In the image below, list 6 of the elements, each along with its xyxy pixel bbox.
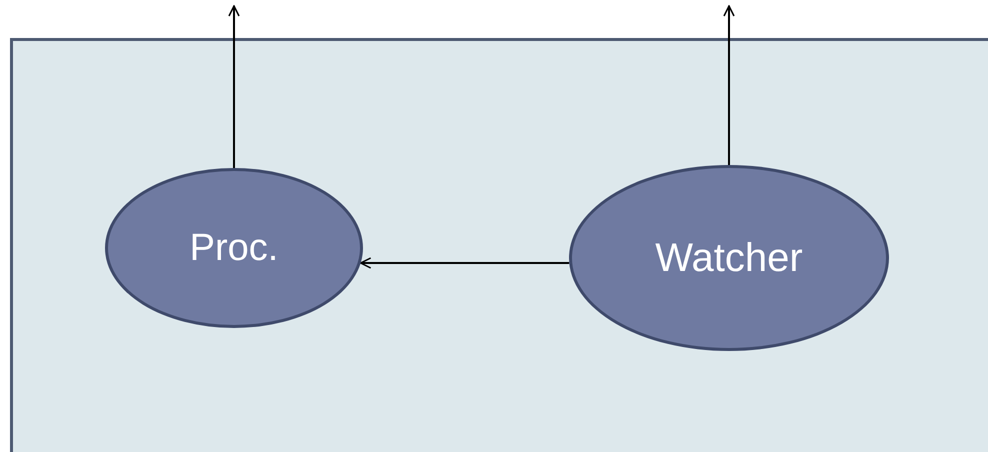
arrow bbox=[228, 5, 240, 168]
panel-background bbox=[10, 38, 988, 452]
arrow bbox=[360, 257, 570, 269]
node-label: Proc. bbox=[190, 226, 278, 270]
node-label: Watcher bbox=[655, 236, 803, 280]
arrow bbox=[723, 5, 735, 165]
